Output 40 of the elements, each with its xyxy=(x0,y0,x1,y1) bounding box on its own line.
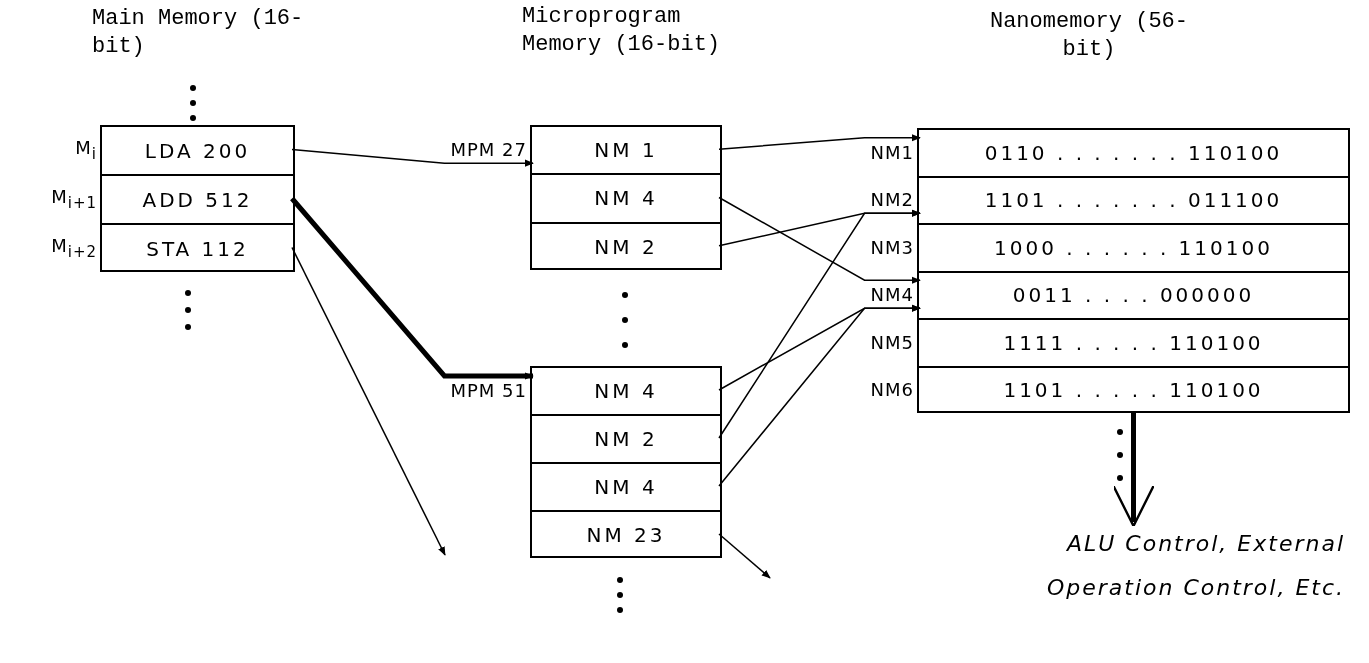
cell-text: 1101 . . . . . . . 011100 xyxy=(984,188,1283,213)
address-label: MPM 51 xyxy=(450,382,527,400)
address-label: NM6 xyxy=(870,381,914,400)
cell-text: NM 2 xyxy=(594,427,658,451)
arrow xyxy=(1112,413,1155,528)
cell-text: ADD 512 xyxy=(142,187,253,212)
column-heading: Nanomemory (56-bit) xyxy=(989,8,1189,64)
address-label: M$_{i}$ xyxy=(75,138,97,163)
arrow xyxy=(290,196,534,380)
arrow xyxy=(718,533,771,579)
address-label: M$_{i+1}$ xyxy=(51,187,97,212)
arrow xyxy=(718,134,921,150)
address-label: NM3 xyxy=(870,238,914,257)
cell-text: NM 4 xyxy=(594,379,658,403)
cell-text: 0011 . . . . 000000 xyxy=(1012,283,1255,308)
address-label: NM1 xyxy=(870,143,914,162)
cell-text: NM 2 xyxy=(594,234,658,259)
cell-text: NM 1 xyxy=(594,138,658,163)
address-label: MPM 27 xyxy=(450,141,527,160)
arrow xyxy=(718,304,921,487)
output-note: ALU Control, External Operation Control, Etc. xyxy=(1000,522,1345,657)
cell-text: 1111 . . . . . 110100 xyxy=(1003,330,1264,355)
cell-text: STA 112 xyxy=(146,236,249,261)
cell-text: 1101 . . . . . 110100 xyxy=(1003,378,1264,403)
cell-text: 0110 . . . . . . . 110100 xyxy=(984,140,1283,165)
address-label: NM5 xyxy=(870,333,914,352)
cell-text: NM 4 xyxy=(594,475,658,499)
address-label: NM4 xyxy=(870,286,914,305)
address-label: M$_{i+2}$ xyxy=(51,236,97,261)
cell-text: LDA 200 xyxy=(144,138,251,163)
cell-text: 1000 . . . . . . 110100 xyxy=(994,235,1273,260)
column-heading: Main Memory (16-bit) xyxy=(92,5,305,61)
cell-text: NM 4 xyxy=(594,186,658,211)
address-label: NM2 xyxy=(870,191,914,210)
column-heading: Microprogram Memory (16-bit) xyxy=(522,3,722,59)
cell-text: NM 23 xyxy=(586,523,666,547)
arrow xyxy=(718,209,921,439)
arrow xyxy=(718,196,921,284)
arrow xyxy=(291,148,534,167)
arrow xyxy=(291,246,446,556)
